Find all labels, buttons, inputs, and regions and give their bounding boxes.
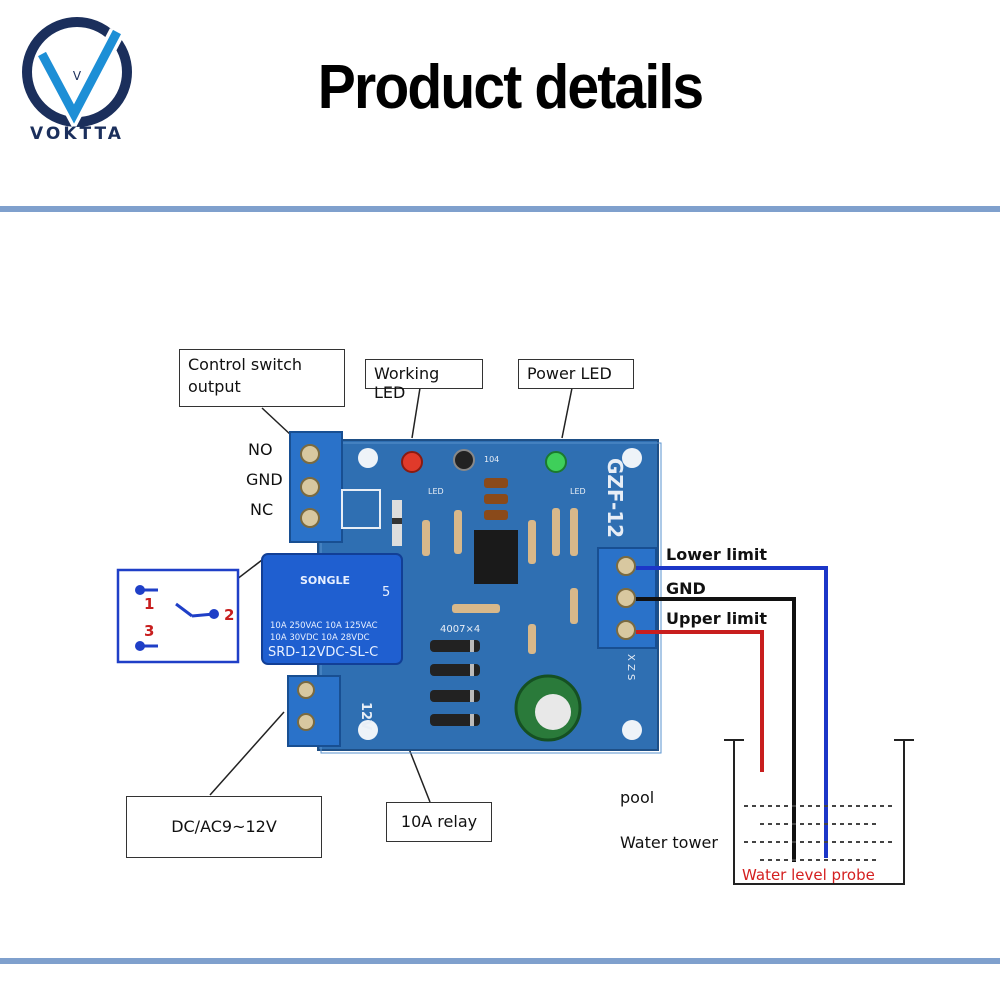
working-led-label: LED [428, 487, 444, 496]
probe-upper-limit-label: Upper limit [666, 609, 767, 628]
switch-pin-2: 2 [224, 606, 234, 624]
power-terminal-label: 12V [358, 702, 373, 730]
lower-limit-wire [636, 566, 828, 858]
relay-rating-2: 10A 30VDC 10A 28VDC [270, 633, 370, 643]
brand-logo: V [22, 17, 132, 132]
probe-lower-limit-label: Lower limit [666, 545, 768, 564]
gnd-wire [636, 597, 796, 862]
board-model: GZF-12 [603, 458, 627, 538]
switch-pin-3: 3 [144, 622, 154, 640]
probe-gnd-label: GND [666, 579, 706, 598]
working-led [401, 451, 423, 473]
relay-model: SRD-12VDC-SL-C [268, 645, 378, 660]
ic-chip [474, 530, 518, 584]
logo-letter: V [73, 69, 82, 83]
water-tower-label: Water tower [620, 833, 718, 852]
probe-terminal-letters: X Z S [625, 654, 636, 680]
page-title: Product details [317, 53, 704, 122]
terminal-gnd-label: GND [246, 470, 283, 489]
terminal-nc-label: NC [250, 500, 274, 519]
power-led [545, 451, 567, 473]
brand-name: VOKTTA [30, 124, 124, 144]
terminal-no-label: NO [248, 440, 273, 459]
relay-brand: SONGLE [300, 574, 350, 587]
water-tank: Water level probe [724, 739, 914, 885]
switch-pin-1: 1 [144, 595, 154, 613]
diode-label: 4007×4 [440, 624, 480, 635]
top-divider [0, 206, 1000, 212]
circuit-board: SONGLE 5 10A 250VAC 10A 125VAC 10A 30VDC… [261, 431, 662, 754]
probe-label: Water level probe [742, 866, 875, 884]
switch-symbol: 1 2 3 [116, 568, 240, 664]
relay [261, 553, 403, 665]
callout-working-led: Working LED [365, 359, 483, 402]
probe-wires [636, 566, 828, 862]
callout-power-led: Power LED [518, 359, 634, 389]
relay-rating-1: 10A 250VAC 10A 125VAC [270, 621, 378, 631]
power-led-label: LED [570, 487, 586, 496]
bottom-divider [0, 958, 1000, 964]
chip-label: 104 [484, 455, 499, 464]
upper-limit-wire [636, 630, 764, 772]
callout-relay: 10A relay [386, 802, 492, 842]
callout-power-input: DC/AC9~12V [126, 796, 322, 858]
relay-mark: 5 [382, 585, 390, 600]
callout-control-switch: Control switch output [179, 349, 345, 407]
pool-label: pool [620, 788, 655, 807]
